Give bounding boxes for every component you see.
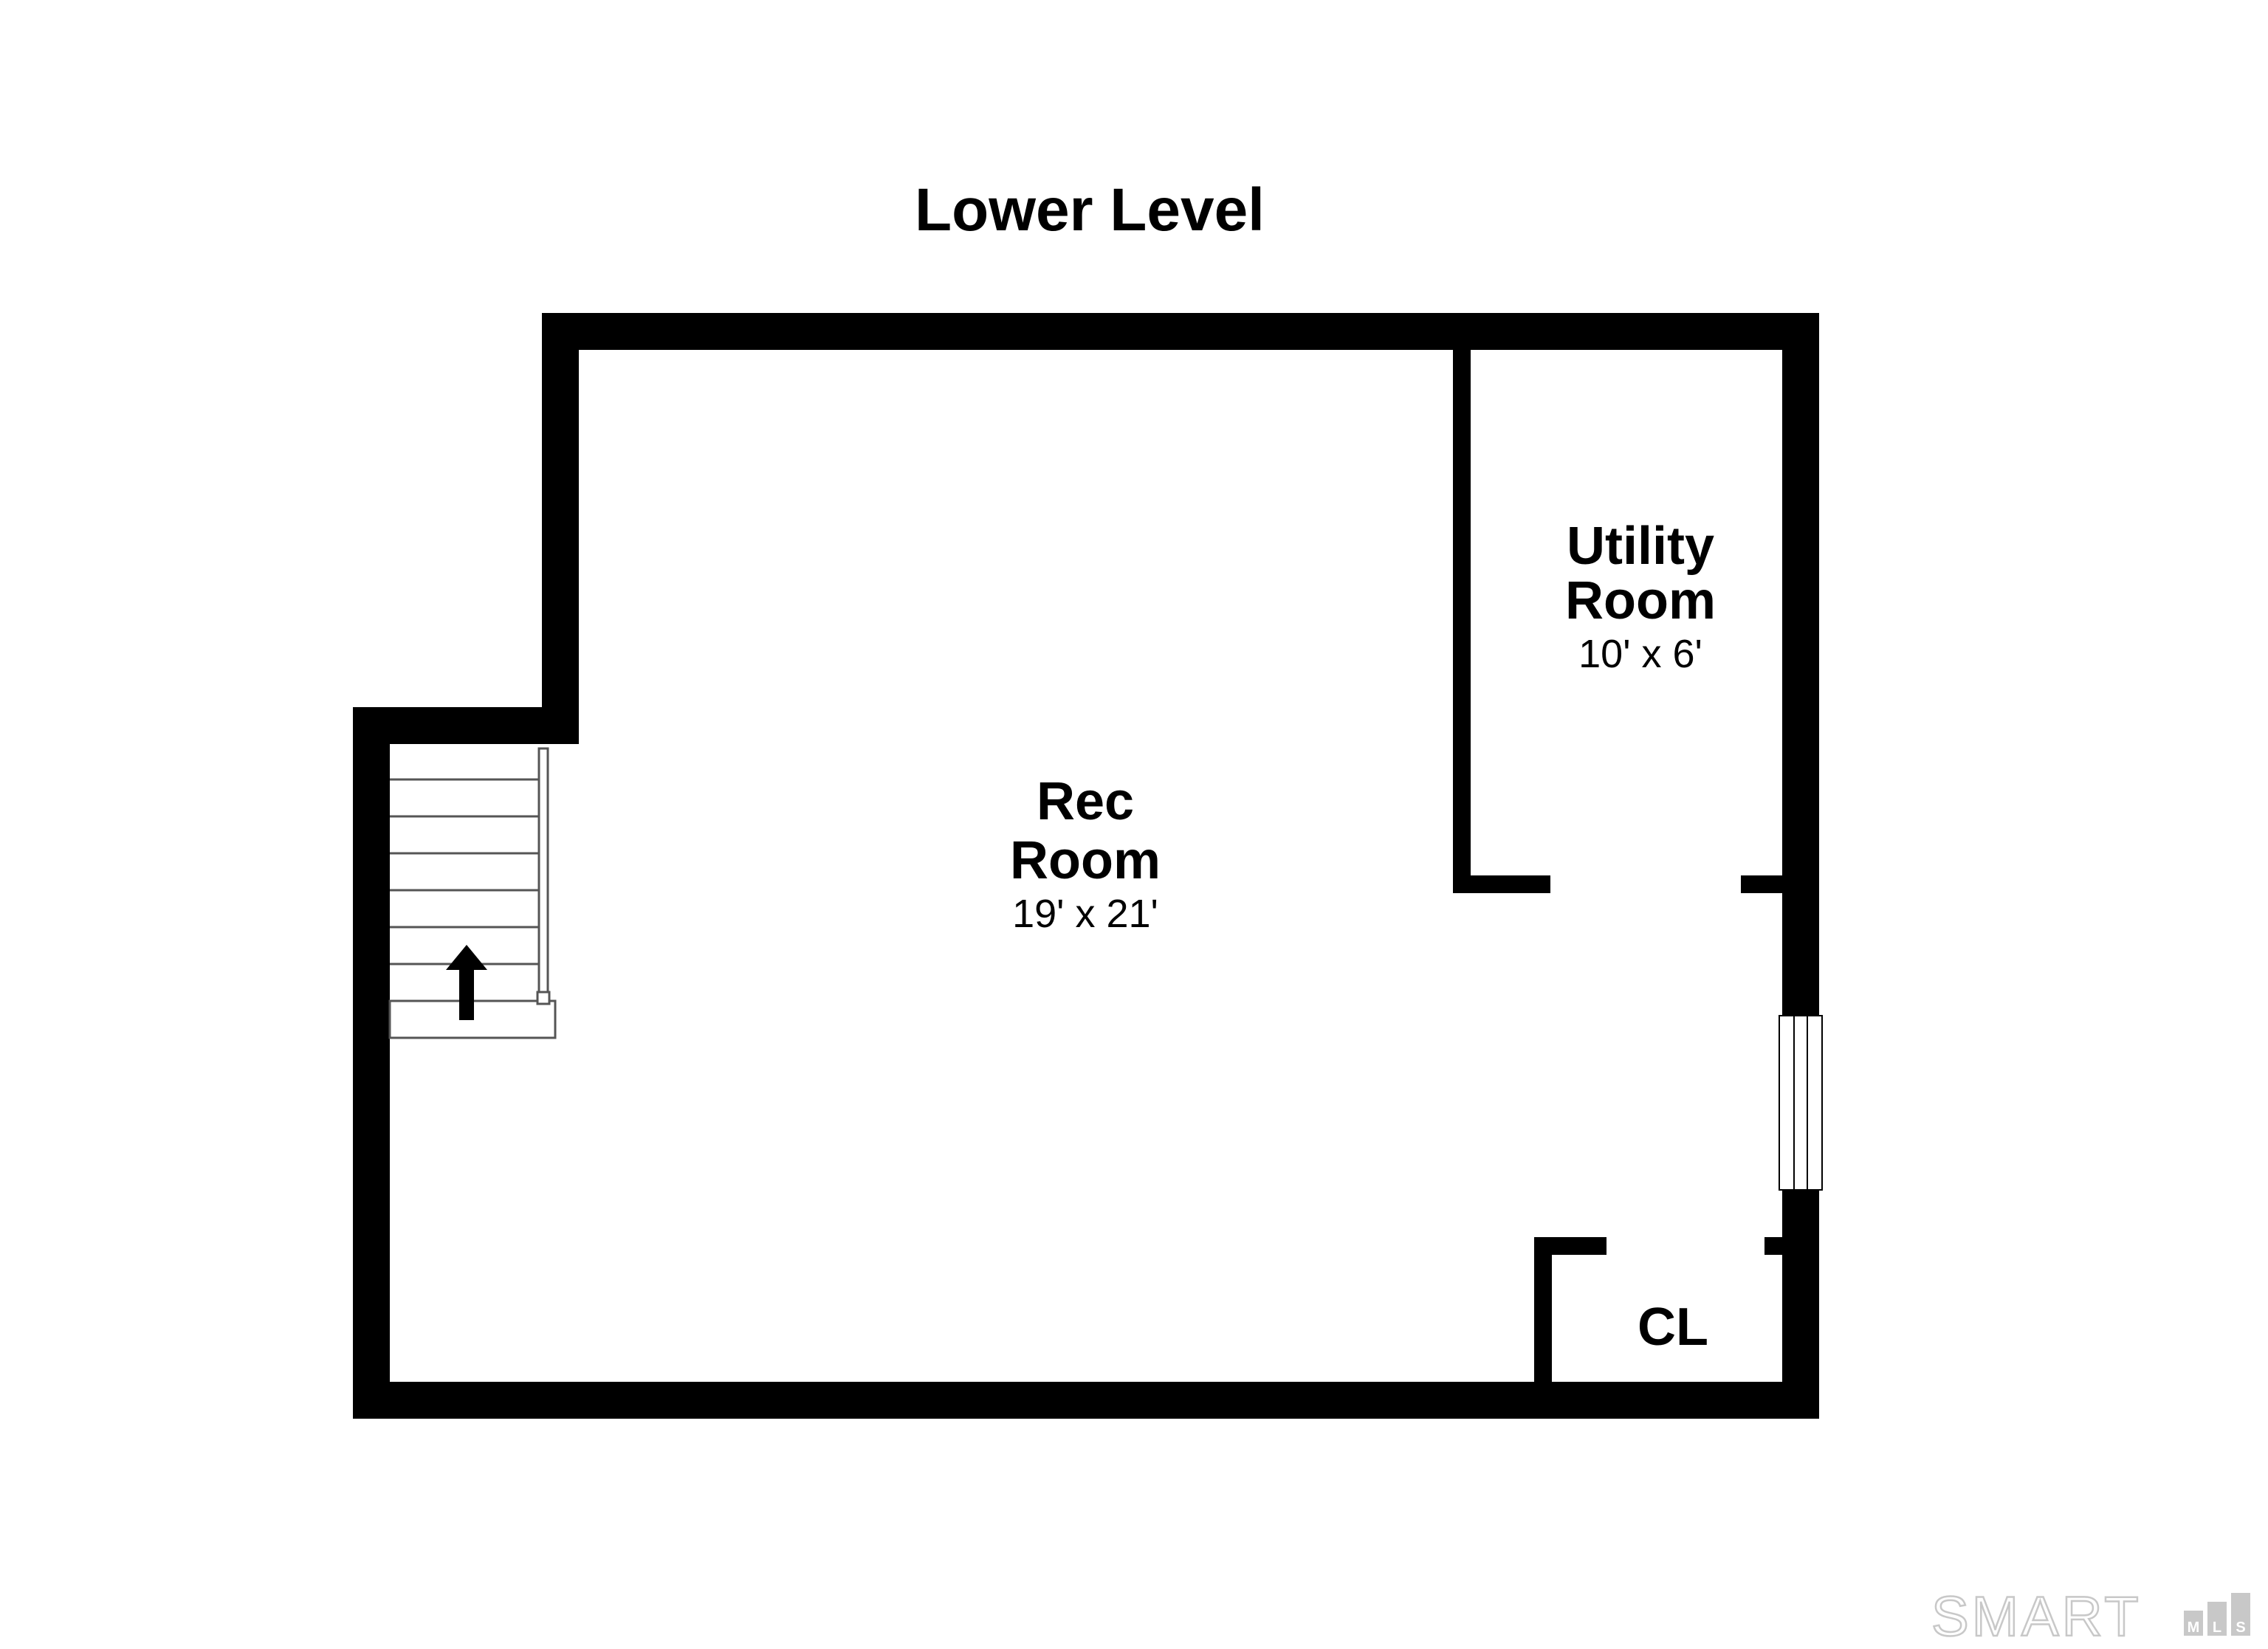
utility-room-dimensions: 10' x 6' — [1578, 632, 1702, 676]
utility-wall-left — [1453, 350, 1471, 893]
wall-step — [353, 707, 579, 744]
logo-sub-m: M — [2188, 1619, 2200, 1636]
utility-room-name-line2: Room — [1565, 571, 1716, 630]
utility-room-name-line1: Utility — [1567, 517, 1714, 576]
stair-railing-post — [536, 991, 551, 1005]
exterior-walls — [353, 313, 1819, 1419]
closet-walls — [1534, 1237, 1782, 1382]
wall-bottom — [353, 1382, 1819, 1419]
utility-room-walls — [1453, 350, 1782, 893]
utility-room-label: Utility Room 10' x 6' — [1565, 517, 1716, 676]
window — [1779, 1015, 1823, 1191]
logo-sub-s: S — [2236, 1619, 2245, 1636]
closet-wall-top-right — [1764, 1237, 1782, 1255]
wall-upper-left — [542, 313, 579, 744]
window-frame — [1779, 1015, 1823, 1191]
rec-room-label: Rec Room 19' x 21' — [1010, 772, 1161, 936]
stair-railing — [537, 747, 549, 1001]
wall-top — [542, 313, 1819, 350]
utility-wall-bottom-left — [1453, 875, 1550, 893]
plan-title: Lower Level — [915, 176, 1265, 244]
rec-room-name-line2: Room — [1010, 831, 1161, 890]
closet-wall-left — [1534, 1237, 1552, 1382]
up-arrow-icon — [446, 945, 487, 1020]
utility-wall-bottom-right — [1741, 875, 1782, 893]
wall-left — [353, 707, 390, 1419]
logo-wordmark: SMART — [1931, 1586, 2142, 1648]
smart-mls-logo: SMART M L S — [1931, 1585, 2250, 1649]
rec-room-name-line1: Rec — [1037, 772, 1134, 831]
wall-right-lower — [1782, 1190, 1819, 1419]
rec-room-dimensions: 19' x 21' — [1012, 892, 1158, 936]
closet-label: CL — [1638, 1298, 1708, 1357]
logo-sub-l: L — [2213, 1619, 2221, 1636]
wall-right-upper — [1782, 313, 1819, 1016]
